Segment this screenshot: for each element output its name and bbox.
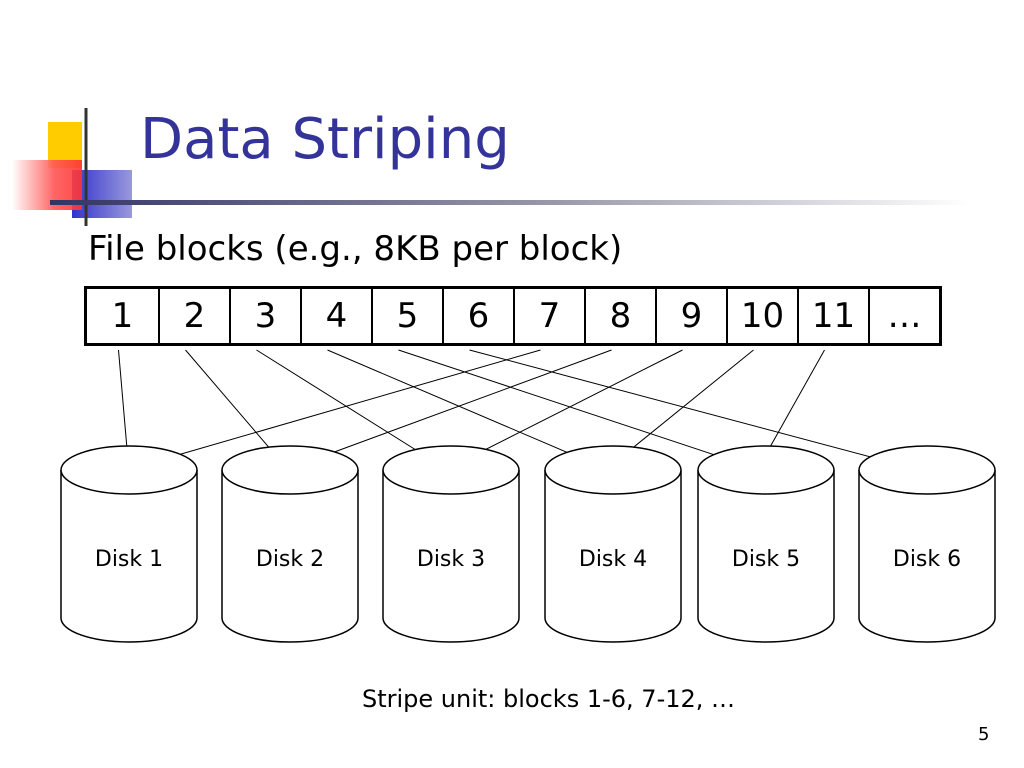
disk-4: Disk 4 bbox=[544, 445, 682, 643]
disk-body bbox=[221, 470, 359, 643]
disk-body bbox=[60, 470, 198, 643]
disk-top bbox=[60, 445, 198, 495]
stripe-caption: Stripe unit: blocks 1-6, 7-12, … bbox=[362, 685, 736, 713]
disk-label: Disk 3 bbox=[417, 547, 485, 572]
disks-group: Disk 1 Disk 2 Disk 3 Disk 4 Disk 5 Disk 6 bbox=[60, 445, 996, 643]
disk-label: Disk 2 bbox=[256, 547, 324, 572]
disk-body bbox=[697, 470, 835, 643]
disk-top bbox=[382, 445, 520, 495]
block-cell: … bbox=[868, 289, 939, 343]
block-cell: 5 bbox=[371, 289, 442, 343]
block-cell: 10 bbox=[726, 289, 797, 343]
disk-label: Disk 4 bbox=[579, 547, 647, 572]
disk-body bbox=[544, 470, 682, 643]
subtitle: File blocks (e.g., 8KB per block) bbox=[88, 229, 623, 269]
title-underline bbox=[50, 200, 970, 205]
disk-body bbox=[382, 470, 520, 643]
arrow-block-4-to-disk-4 bbox=[327, 349, 614, 473]
file-blocks-row: 1 2 3 4 5 6 7 8 9 10 11 … bbox=[84, 286, 942, 346]
block-cell: 11 bbox=[797, 289, 868, 343]
page-number: 5 bbox=[978, 724, 990, 745]
block-cell: 1 bbox=[111, 296, 134, 336]
disk-1: Disk 1 bbox=[60, 445, 198, 643]
block-cell: 7 bbox=[513, 289, 584, 343]
arrow-block-7-to-disk-1 bbox=[118, 349, 541, 475]
arrow-block-5-to-disk-5 bbox=[398, 349, 767, 474]
disk-top bbox=[697, 445, 835, 495]
disk-5: Disk 5 bbox=[697, 445, 835, 643]
block-cell: 6 bbox=[442, 289, 513, 343]
block-cell: 8 bbox=[584, 289, 655, 343]
disk-label: Disk 6 bbox=[893, 547, 961, 572]
block-cell: 3 bbox=[229, 289, 300, 343]
block-cell: 9 bbox=[655, 289, 726, 343]
block-cell: 4 bbox=[300, 289, 371, 343]
disk-2: Disk 2 bbox=[221, 445, 359, 643]
disk-label: Disk 1 bbox=[95, 547, 163, 572]
slide-title: Data Striping bbox=[140, 107, 510, 172]
disk-6: Disk 6 bbox=[858, 445, 996, 643]
decorative-corner-graphic bbox=[12, 108, 970, 226]
disk-top bbox=[221, 445, 359, 495]
disk-label: Disk 5 bbox=[732, 547, 800, 572]
disk-top bbox=[544, 445, 682, 495]
arrow-block-6-to-disk-6 bbox=[469, 349, 928, 475]
block-cell: 2 bbox=[158, 289, 229, 343]
disk-top bbox=[858, 445, 996, 495]
disk-body bbox=[858, 470, 996, 643]
disk-3: Disk 3 bbox=[382, 445, 520, 643]
